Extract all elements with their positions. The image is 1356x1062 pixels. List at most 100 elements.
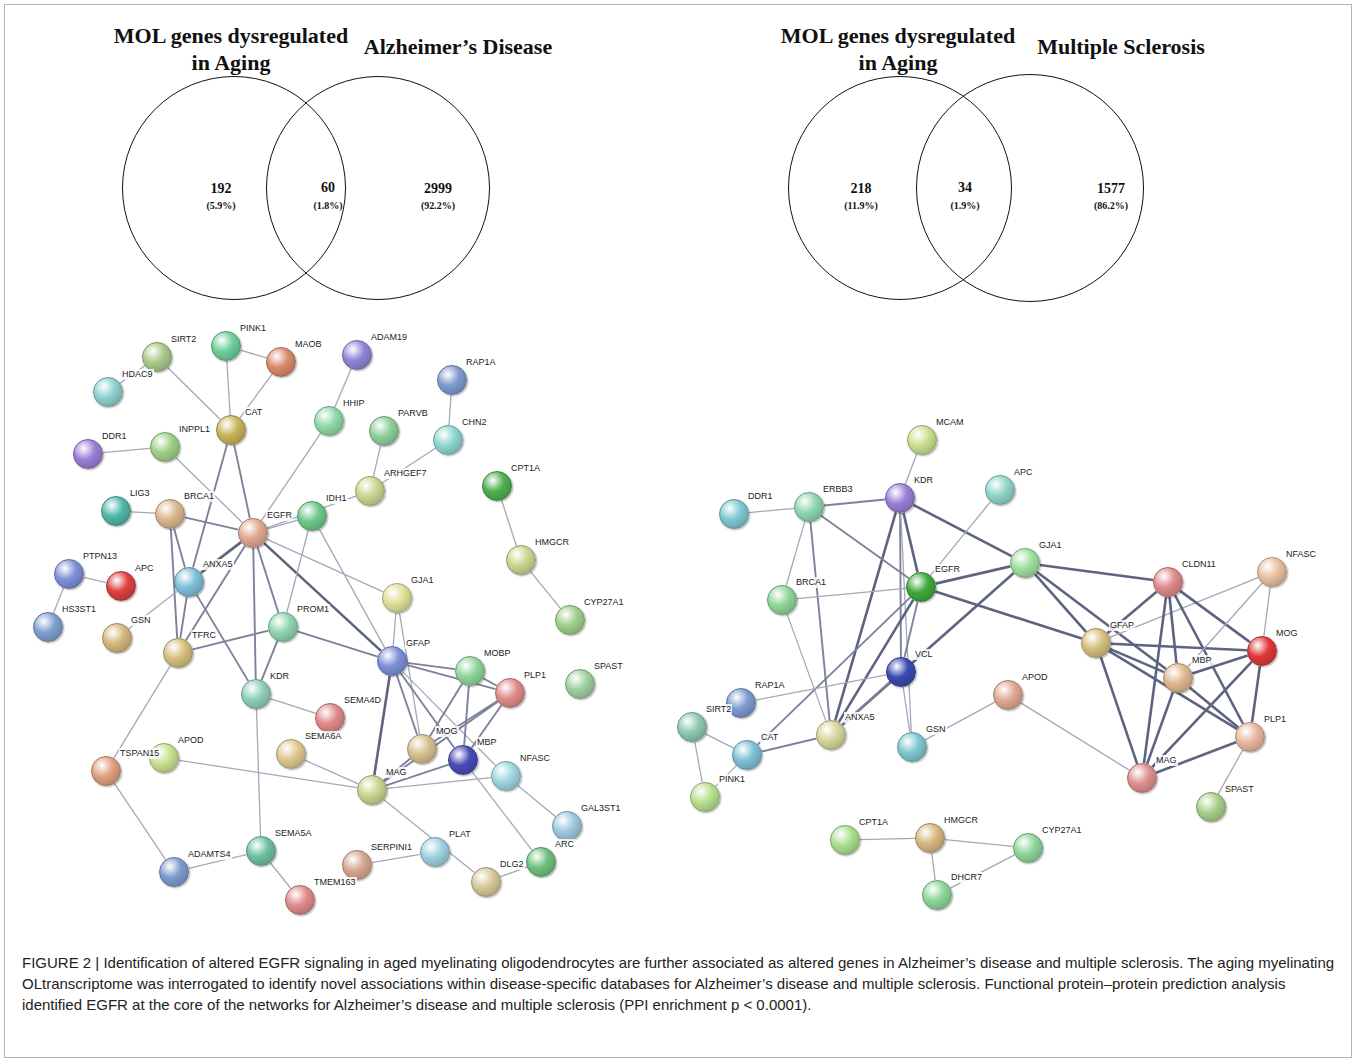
venn-circle: MOL genes dysregulated in Aging218(11.9%… bbox=[788, 76, 1012, 300]
venn-circle: Multiple Sclerosis1577(86.2%) bbox=[916, 74, 1144, 302]
protein-label: MOG bbox=[1275, 628, 1299, 639]
interaction-line bbox=[1170, 597, 1177, 663]
protein-label: MAG bbox=[385, 767, 408, 778]
percent-label: (11.9%) bbox=[844, 199, 878, 213]
interaction-line bbox=[234, 445, 250, 519]
protein-node: SEMA5A bbox=[246, 836, 276, 866]
protein-node: SERPINI1 bbox=[342, 850, 372, 880]
protein-node: SEMA4D bbox=[315, 703, 345, 733]
interaction-line bbox=[695, 742, 703, 783]
interaction-line bbox=[240, 374, 272, 418]
interaction-line bbox=[464, 686, 469, 745]
protein-node: APC bbox=[106, 571, 136, 601]
figure-caption: FIGURE 2 | Identification of altered EGF… bbox=[22, 952, 1336, 1015]
interaction-line bbox=[114, 783, 165, 859]
protein-node: CPT1A bbox=[830, 825, 860, 855]
interaction-line bbox=[1107, 592, 1156, 634]
protein-label: SIRT2 bbox=[705, 704, 732, 715]
interaction-line bbox=[950, 855, 1014, 888]
protein-node: ARC bbox=[526, 847, 556, 877]
interaction-line bbox=[387, 778, 491, 789]
protein-label: NFASC bbox=[1285, 549, 1317, 560]
protein-label: DHCR7 bbox=[950, 872, 983, 883]
protein-node: MOG bbox=[1247, 636, 1277, 666]
protein-label: SEMA6A bbox=[304, 731, 343, 742]
interaction-line bbox=[384, 702, 497, 782]
protein-node: RAP1A bbox=[437, 365, 467, 395]
protein-node: ANXA5 bbox=[174, 567, 204, 597]
interaction-line bbox=[256, 709, 260, 836]
protein-node: CAT bbox=[732, 740, 762, 770]
interaction-line bbox=[1152, 662, 1251, 767]
protein-label: SPAST bbox=[593, 661, 624, 672]
protein-node: ANXA5 bbox=[816, 720, 846, 750]
interaction-line bbox=[835, 512, 896, 720]
protein-label: INPPL1 bbox=[178, 424, 211, 435]
protein-label: APC bbox=[1013, 467, 1034, 478]
protein-label: SPAST bbox=[1224, 784, 1255, 795]
protein-node: ADAMTS4 bbox=[159, 857, 189, 887]
interaction-line bbox=[821, 516, 909, 579]
interaction-line bbox=[1109, 651, 1237, 729]
protein-node: HHIP bbox=[314, 406, 344, 436]
interaction-line bbox=[932, 853, 935, 880]
protein-node: SPAST bbox=[1196, 792, 1226, 822]
interaction-line bbox=[786, 521, 805, 585]
set-heading: Multiple Sclerosis bbox=[986, 33, 1256, 60]
interaction-line bbox=[1252, 666, 1260, 722]
protein-label: CAT bbox=[244, 407, 263, 418]
interaction-line bbox=[297, 631, 377, 656]
protein-label: DDR1 bbox=[747, 491, 774, 502]
interaction-line bbox=[945, 840, 1013, 847]
interaction-line bbox=[399, 613, 419, 734]
protein-node: SIRT2 bbox=[677, 712, 707, 742]
protein-label: VCL bbox=[914, 649, 934, 660]
protein-label: CAT bbox=[760, 732, 779, 743]
protein-node: CYP27A1 bbox=[1013, 833, 1043, 863]
protein-node: APOD bbox=[993, 680, 1023, 710]
percent-label: (5.9%) bbox=[206, 199, 235, 213]
protein-node: PLP1 bbox=[495, 678, 525, 708]
protein-label: APC bbox=[134, 563, 155, 574]
protein-label: ERBB3 bbox=[822, 484, 854, 495]
interaction-line bbox=[374, 676, 389, 775]
interaction-line bbox=[1110, 578, 1258, 638]
set-heading: MOL genes dysregulated in Aging bbox=[778, 22, 1018, 76]
protein-node: HMGCR bbox=[506, 545, 536, 575]
percent-label: (92.2%) bbox=[421, 199, 455, 213]
protein-node: HMGCR bbox=[915, 823, 945, 853]
protein-label: DDR1 bbox=[101, 431, 128, 442]
set-heading: MOL genes dysregulated in Aging bbox=[111, 22, 351, 76]
protein-node: PINK1 bbox=[690, 782, 720, 812]
interaction-line bbox=[407, 663, 455, 669]
protein-label: MAOB bbox=[294, 339, 323, 350]
protein-label: MAG bbox=[1155, 755, 1178, 766]
protein-label: SEMA4D bbox=[343, 695, 382, 706]
protein-label: RAP1A bbox=[465, 357, 497, 368]
interaction-line bbox=[787, 614, 826, 721]
interaction-line bbox=[449, 395, 451, 425]
protein-node: GSN bbox=[102, 623, 132, 653]
interaction-line bbox=[1037, 572, 1166, 669]
interaction-line bbox=[903, 687, 910, 732]
protein-node: PROM1 bbox=[268, 612, 298, 642]
protein-node: CLDN11 bbox=[1153, 567, 1183, 597]
protein-node: NFASC bbox=[491, 761, 521, 791]
interaction-line bbox=[84, 577, 107, 582]
venn-circle: Alzheimer’s Disease2999(92.2%) bbox=[266, 76, 490, 300]
overlap-count: (1.9%) bbox=[950, 200, 979, 211]
interaction-line bbox=[253, 548, 255, 679]
protein-label: PLP1 bbox=[523, 670, 547, 681]
protein-node: MAOB bbox=[266, 347, 296, 377]
protein-label: GSN bbox=[925, 724, 947, 735]
protein-node: KDR bbox=[885, 483, 915, 513]
protein-node: GSN bbox=[897, 732, 927, 762]
protein-node: HS3ST1 bbox=[33, 612, 63, 642]
protein-node: PINK1 bbox=[211, 331, 241, 361]
protein-label: MOBP bbox=[483, 648, 512, 659]
protein-label: ARHGEF7 bbox=[383, 468, 428, 479]
protein-label: TFRC bbox=[191, 630, 217, 641]
interaction-line bbox=[287, 531, 308, 613]
protein-node: SEMA6A bbox=[276, 739, 306, 769]
